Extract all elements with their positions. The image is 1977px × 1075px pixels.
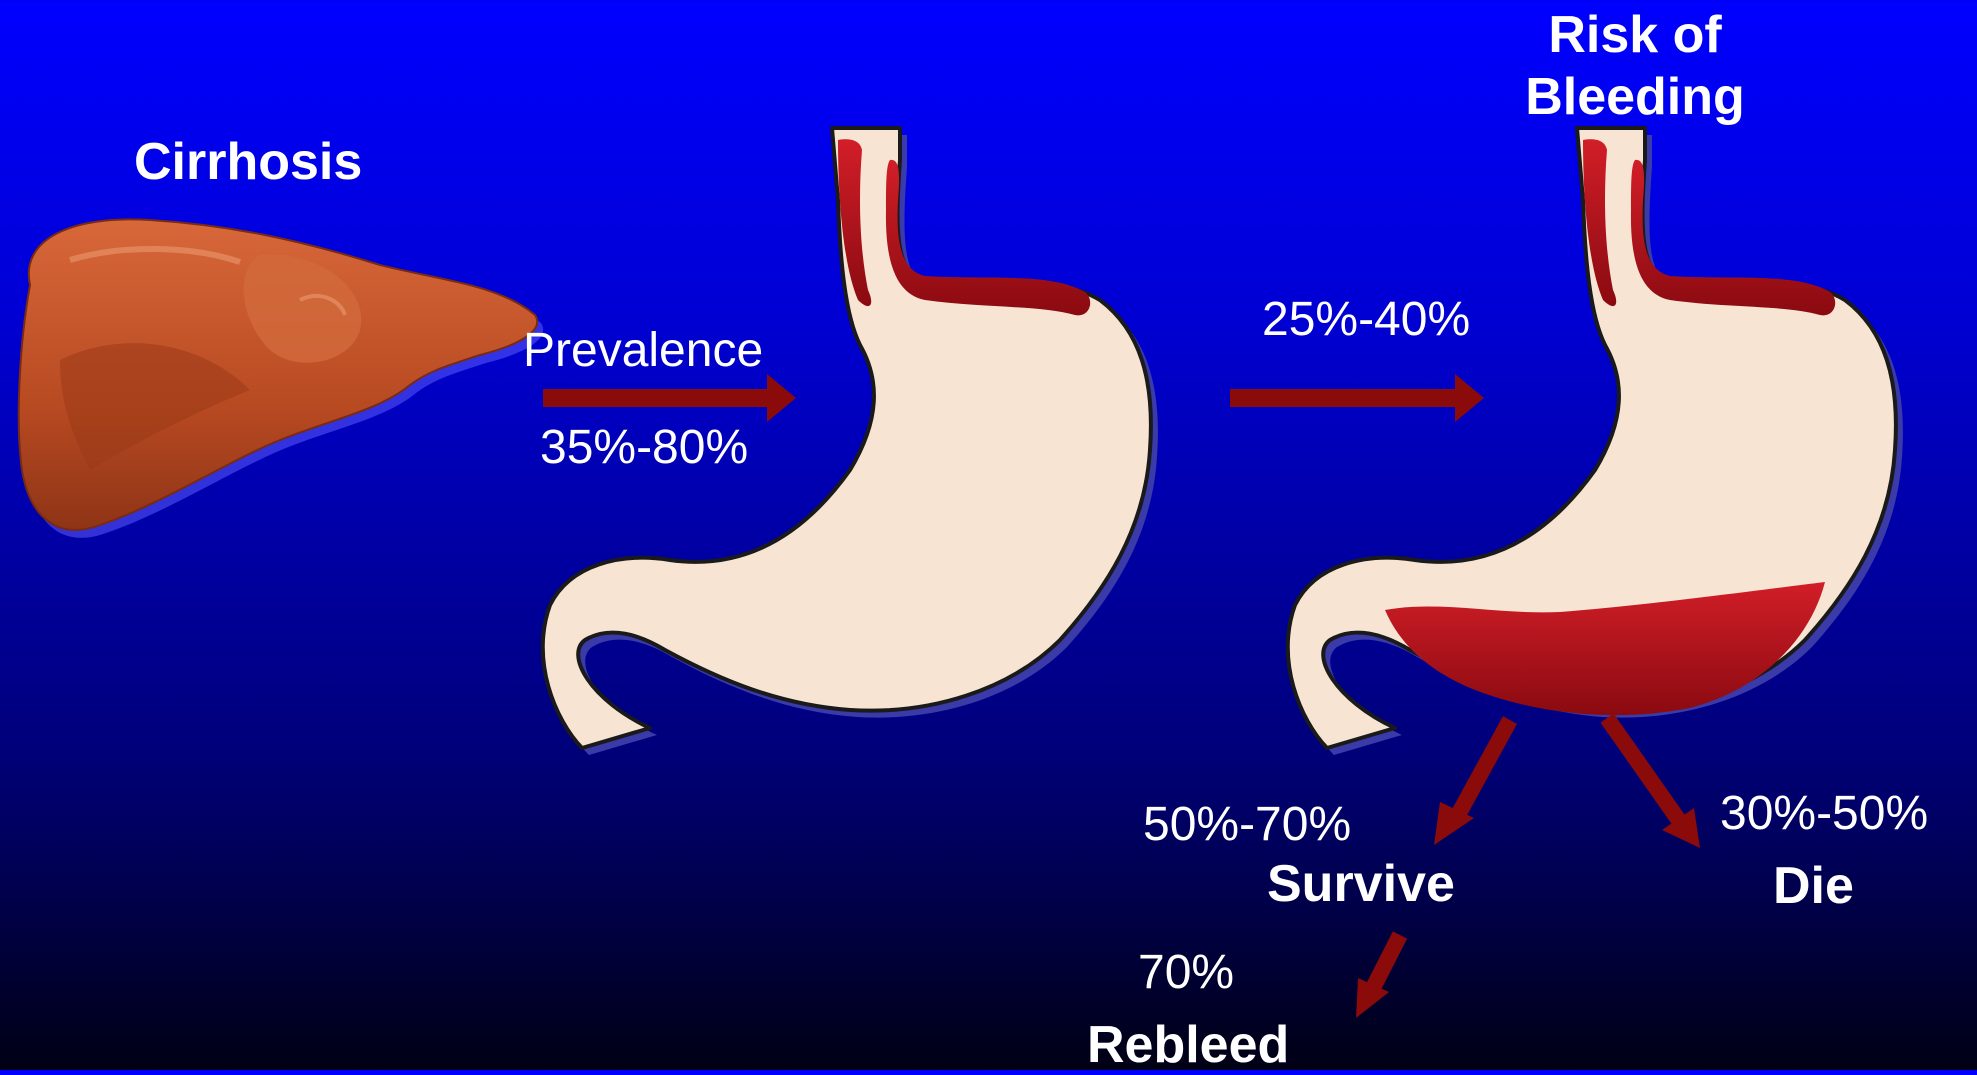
die-label: Die — [1773, 856, 1854, 916]
risk-of-bleeding-title: Risk of Bleeding — [1480, 4, 1790, 128]
cirrhosis-label: Cirrhosis — [134, 132, 362, 192]
survive-label: Survive — [1267, 854, 1455, 914]
bleeding-stomach — [1288, 128, 1903, 755]
bleeding-rate-label: 25%-40% — [1262, 292, 1470, 347]
risk-of-bleeding-line2: Bleeding — [1480, 66, 1790, 128]
bleeding-risk-arrow — [1230, 374, 1484, 422]
rebleed-label: Rebleed — [1087, 1015, 1289, 1075]
die-rate-label: 30%-50% — [1720, 786, 1928, 841]
risk-of-bleeding-line1: Risk of — [1480, 4, 1790, 66]
survive-arrow — [1434, 720, 1510, 845]
prevalence-label: Prevalence — [523, 323, 763, 378]
survive-rate-label: 50%-70% — [1143, 797, 1351, 852]
prevalence-range-label: 35%-80% — [540, 420, 748, 475]
rebleed-arrow — [1356, 935, 1400, 1018]
rebleed-rate-label: 70% — [1138, 945, 1234, 1000]
liver-illustration — [19, 219, 543, 538]
die-arrow — [1607, 718, 1700, 848]
prevalence-arrow — [543, 374, 796, 422]
